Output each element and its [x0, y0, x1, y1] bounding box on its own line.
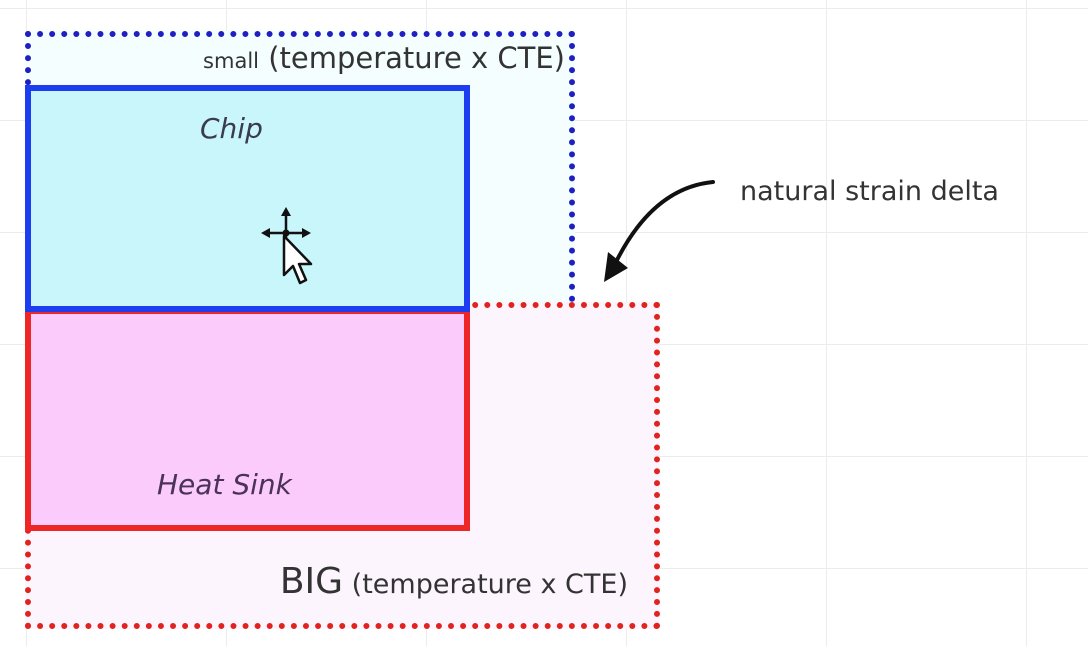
heat-sink-expansion-size: BIG — [279, 561, 344, 602]
heat-sink-expansion-label: BIG (temperature x CTE) — [280, 560, 628, 607]
heat-sink-label: Heat Sink — [157, 468, 292, 501]
heat-sink-expansion-detail: (temperature x CTE) — [351, 569, 628, 600]
curved-arrow-icon — [604, 180, 715, 282]
chip-expansion-label: small (temperature x CTE) — [203, 38, 565, 81]
natural-strain-delta-label: natural strain delta — [740, 176, 999, 207]
chip-block[interactable] — [25, 85, 470, 312]
chip-expansion-detail: (temperature x CTE) — [268, 41, 565, 75]
move-cursor-icon — [261, 207, 313, 285]
chip-label: Chip — [200, 112, 263, 145]
chip-expansion-size: small — [203, 49, 259, 73]
